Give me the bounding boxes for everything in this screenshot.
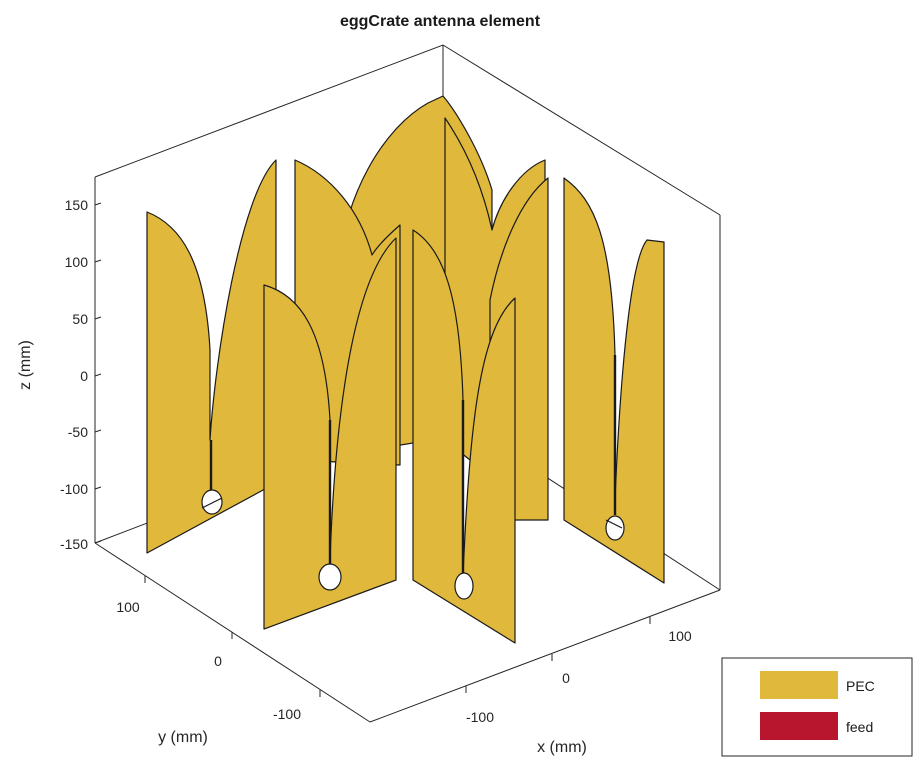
x-tick-labels: -100 0 100	[466, 628, 692, 725]
legend: PEC feed	[721, 657, 913, 757]
pec-plate	[412, 229, 516, 644]
z-tick-mark	[94, 540, 102, 544]
z-tick-mark	[94, 429, 102, 433]
z-tick-label: -150	[60, 536, 88, 552]
z-axis-label: z (mm)	[17, 340, 34, 390]
figure-title: eggCrate antenna element	[340, 13, 541, 30]
feed-holes	[201, 489, 625, 600]
z-tick-label: 100	[65, 254, 89, 270]
legend-label-pec: PEC	[846, 678, 875, 694]
x-axis	[465, 617, 651, 693]
y-tick-label: 100	[116, 599, 140, 615]
z-tick-mark	[94, 486, 102, 490]
antenna-plates	[146, 95, 665, 644]
z-tick-mark	[94, 373, 102, 377]
legend-swatch-feed	[760, 712, 838, 740]
z-tick-mark	[94, 202, 102, 206]
feed-hole	[201, 489, 223, 515]
z-tick-label: -100	[60, 481, 88, 497]
antenna-slots	[209, 355, 617, 578]
feed-lines	[201, 497, 623, 529]
z-tick-labels: 150 100 50 0 -50 -100 -150	[60, 197, 88, 552]
y-tick-label: -100	[273, 706, 301, 722]
y-axis-label: y (mm)	[158, 729, 208, 746]
legend-swatch-pec	[760, 671, 838, 699]
y-axis	[144, 576, 321, 697]
feed-line	[605, 519, 623, 529]
x-tick-label: 0	[562, 670, 570, 686]
z-axis	[94, 202, 102, 544]
y-tick-label: 0	[214, 653, 222, 669]
legend-label-feed: feed	[846, 719, 873, 735]
x-axis-label: x (mm)	[537, 739, 587, 756]
z-tick-label: -50	[68, 424, 88, 440]
z-tick-label: 50	[72, 311, 88, 327]
feed-hole	[454, 572, 474, 600]
z-tick-label: 0	[80, 368, 88, 384]
x-tick-label: -100	[466, 709, 494, 725]
z-tick-label: 150	[65, 197, 89, 213]
z-tick-mark	[94, 259, 102, 263]
y-tick-labels: 100 0 -100	[116, 599, 301, 722]
x-tick-label: 100	[668, 628, 692, 644]
feed-line	[201, 497, 223, 509]
z-tick-mark	[94, 316, 102, 320]
feed-hole	[318, 563, 342, 591]
pec-plate	[146, 159, 277, 554]
